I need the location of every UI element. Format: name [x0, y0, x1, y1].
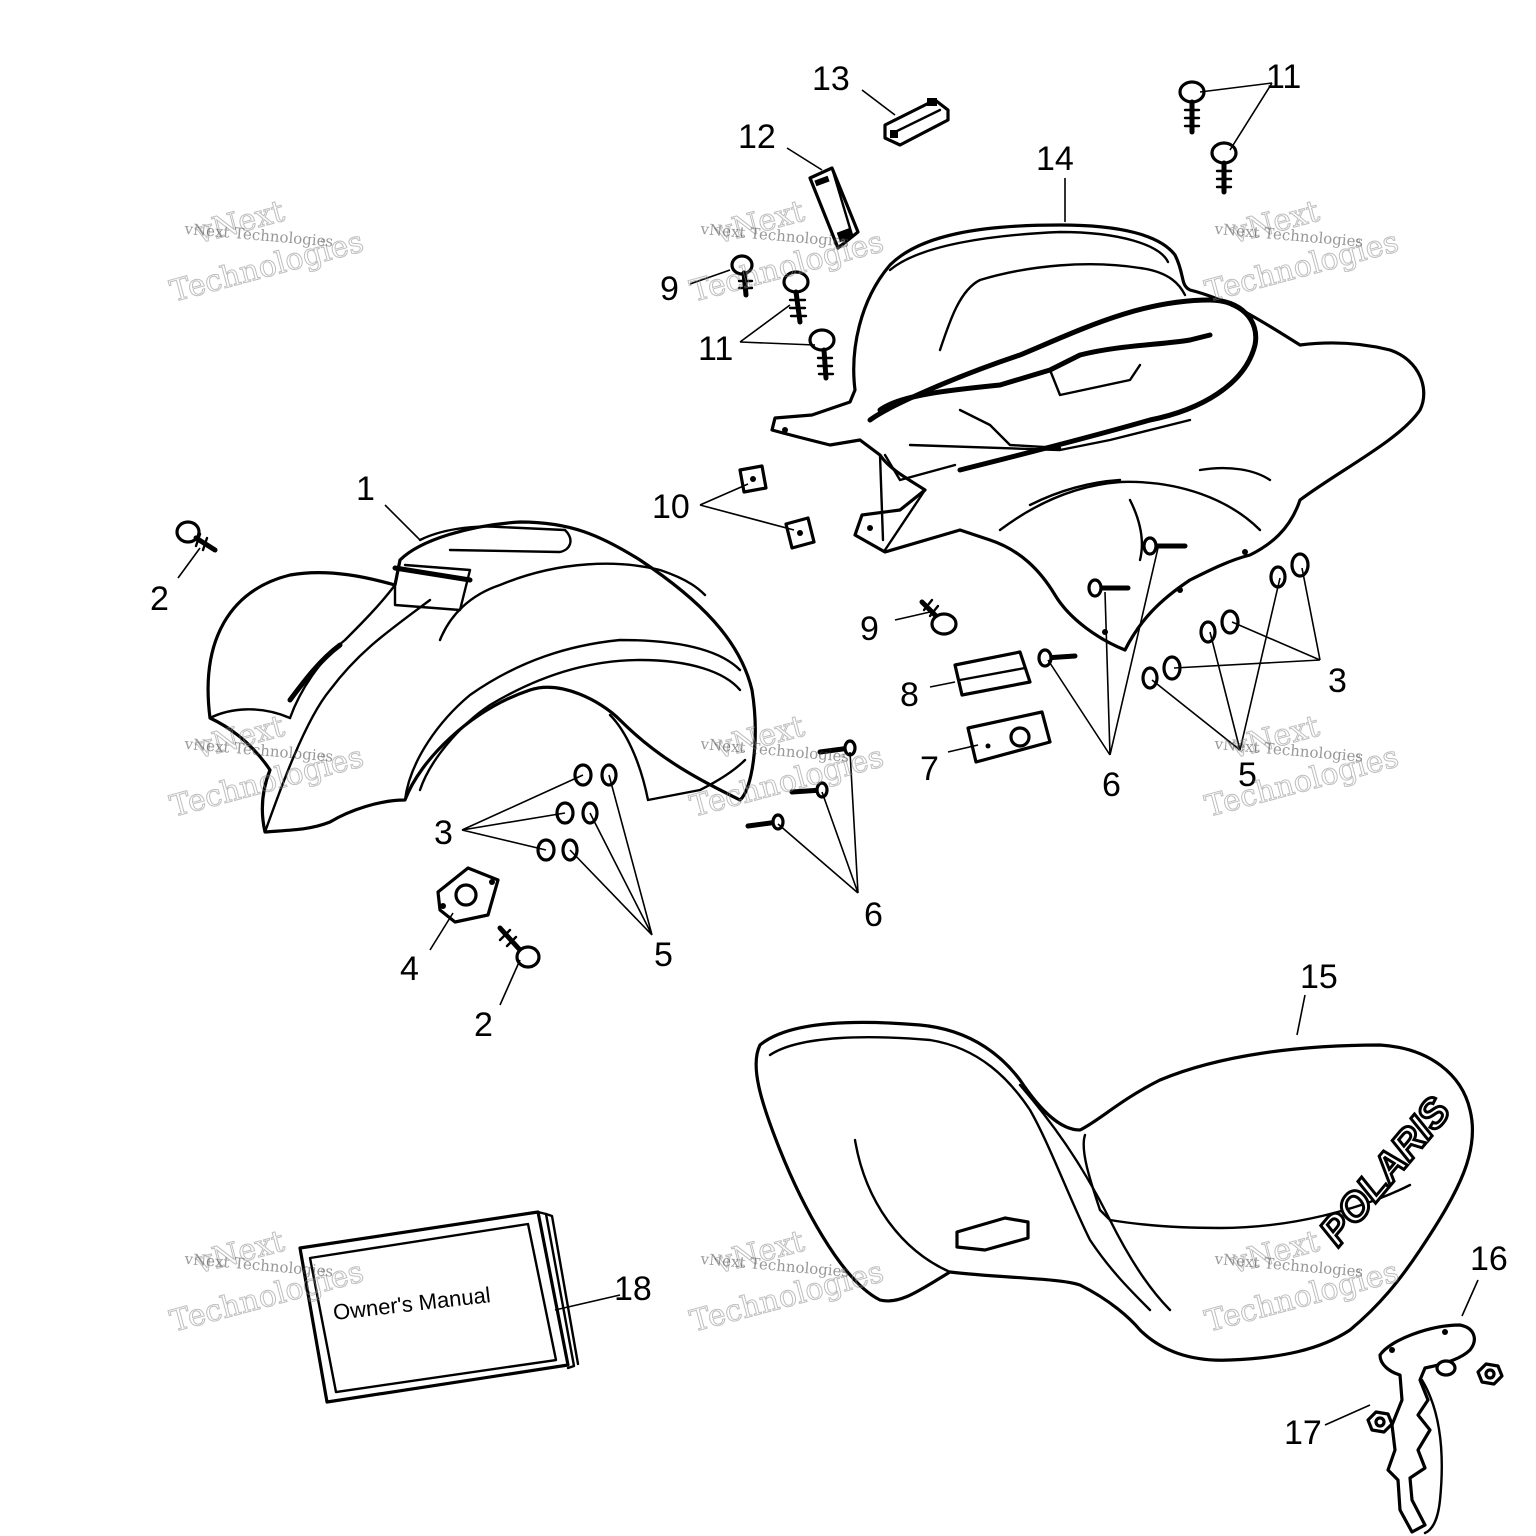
screw-11-left: [782, 270, 836, 381]
callout-10: 10: [652, 488, 690, 526]
callout-12: 12: [738, 118, 776, 156]
callout-labels: 1 2 2 3 3 4 5 5 6 6 7 8 9 9 10 11 11 12 …: [150, 58, 1508, 1452]
nut-10: [738, 464, 816, 550]
screw-9-upper: [730, 254, 754, 298]
callout-2-top: 2: [150, 580, 169, 618]
nut-plate-4: [436, 866, 500, 924]
screw-6-rear: [1037, 536, 1188, 668]
callout-11-left: 11: [698, 330, 733, 368]
callout-9-lower: 9: [860, 610, 879, 648]
callout-4: 4: [400, 950, 419, 988]
callout-9-upper: 9: [660, 270, 679, 308]
callout-16: 16: [1470, 1240, 1508, 1278]
callout-3-rear: 3: [1328, 662, 1347, 700]
callout-6-front: 6: [864, 896, 883, 934]
leader-lines: [177, 82, 1479, 1426]
seat-latch-16: [1378, 1323, 1476, 1535]
callout-5-front: 5: [654, 936, 673, 974]
callout-7: 7: [920, 750, 939, 788]
callout-14: 14: [1036, 140, 1074, 178]
rear-fender: [770, 223, 1426, 652]
reflector-8: [953, 650, 1032, 697]
washers-front: [536, 763, 618, 862]
callout-5-rear: 5: [1238, 756, 1257, 794]
screw-9-lower: [919, 598, 958, 636]
plate-7: [966, 710, 1052, 764]
clip-13: [883, 98, 950, 147]
callout-2-bottom: 2: [474, 1006, 493, 1044]
screw-11-top: [1178, 80, 1238, 195]
nut-17: [1366, 1362, 1504, 1434]
callout-17: 17: [1284, 1414, 1322, 1452]
washers-rear: [1141, 552, 1310, 690]
callout-11-top: 11: [1266, 58, 1301, 96]
callout-8: 8: [900, 676, 919, 714]
callout-13: 13: [812, 60, 850, 98]
front-fender: [206, 520, 757, 834]
seat: POLARIS: [754, 1020, 1475, 1362]
bracket-12: [808, 166, 860, 250]
callout-1: 1: [356, 470, 375, 508]
owners-manual: Owner's Manual: [298, 1210, 580, 1404]
screw-2: [175, 520, 541, 969]
callout-18: 18: [614, 1270, 652, 1308]
callout-6-rear: 6: [1102, 766, 1121, 804]
callout-3-front: 3: [434, 814, 453, 852]
callout-15: 15: [1300, 958, 1338, 996]
